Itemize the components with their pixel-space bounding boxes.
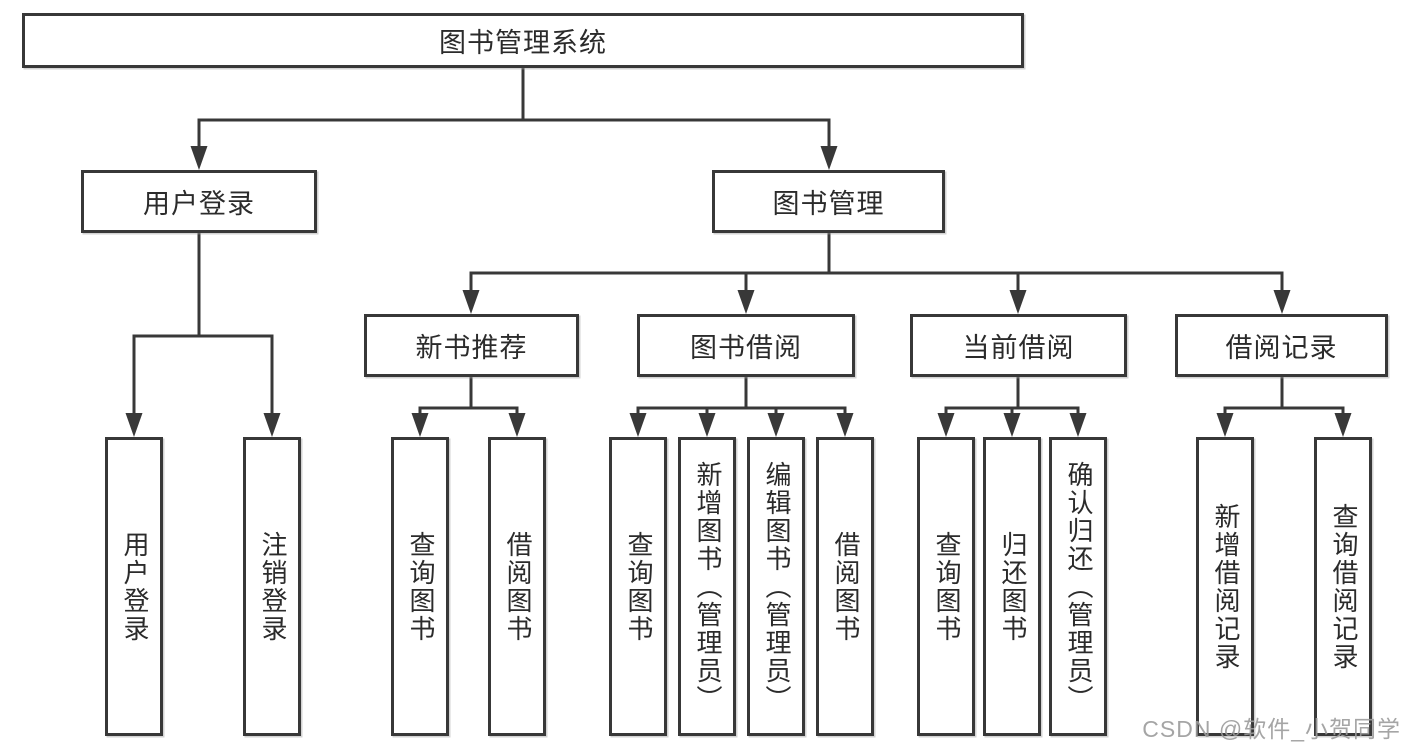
leaf-label: 确认归还（管理员）: [1063, 460, 1094, 713]
leaf-label: 编辑图书（管理员）: [761, 460, 792, 713]
leaf-label: 查询借阅记录: [1328, 502, 1359, 671]
root-node-library-system: 图书管理系统: [22, 13, 1024, 68]
leaf-borrow-books: 借阅图书: [816, 437, 874, 736]
node-book-borrow: 图书借阅: [637, 314, 855, 377]
leaf-label: 归还图书: [997, 530, 1028, 643]
leaf-query-books-borrow: 查询图书: [609, 437, 667, 736]
leaf-label: 新增图书（管理员）: [692, 460, 723, 713]
leaf-confirm-return-admin: 确认归还（管理员）: [1049, 437, 1107, 736]
leaf-borrow-books-recommend: 借阅图书: [488, 437, 546, 736]
leaf-label: 借阅图书: [502, 530, 533, 643]
leaf-label: 借阅图书: [830, 530, 861, 643]
leaf-label: 用户登录: [119, 530, 150, 643]
leaf-add-books-admin: 新增图书（管理员）: [678, 437, 736, 736]
leaf-query-borrow-record: 查询借阅记录: [1314, 437, 1372, 736]
csdn-watermark: CSDN @软件_小贺同学: [1142, 716, 1401, 742]
leaf-add-borrow-record: 新增借阅记录: [1196, 437, 1254, 736]
node-new-book-recommend: 新书推荐: [364, 314, 579, 377]
leaf-label: 注销登录: [257, 530, 288, 643]
leaf-user-login: 用户登录: [105, 437, 163, 736]
leaf-logout: 注销登录: [243, 437, 301, 736]
leaf-label: 新增借阅记录: [1210, 502, 1241, 671]
leaf-label: 查询图书: [623, 530, 654, 643]
node-user-login: 用户登录: [81, 170, 317, 233]
node-current-borrow: 当前借阅: [910, 314, 1127, 377]
leaf-query-books-recommend: 查询图书: [391, 437, 449, 736]
node-book-management: 图书管理: [712, 170, 945, 233]
leaf-label: 查询图书: [405, 530, 436, 643]
leaf-return-books: 归还图书: [983, 437, 1041, 736]
leaf-edit-books-admin: 编辑图书（管理员）: [747, 437, 805, 736]
arrowheads: [125, 146, 1352, 437]
leaf-query-books-current: 查询图书: [917, 437, 975, 736]
node-borrow-records: 借阅记录: [1175, 314, 1388, 377]
leaf-label: 查询图书: [931, 530, 962, 643]
